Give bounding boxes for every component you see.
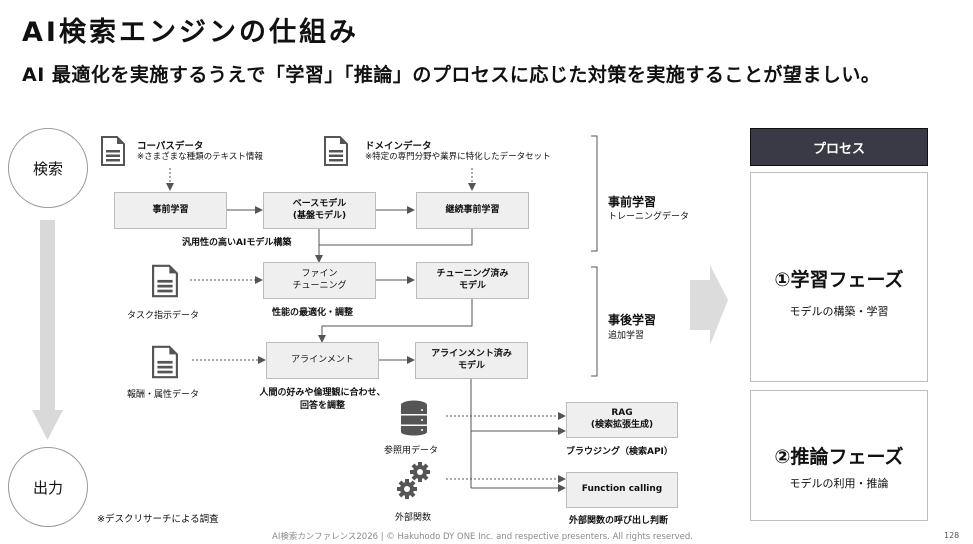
node-aligned-model: アラインメント済み モデル — [415, 342, 528, 379]
node-base-model: ベースモデル (基盤モデル) — [263, 192, 376, 229]
database-icon — [401, 400, 427, 436]
base-continued-to-finetune — [318, 229, 473, 246]
node-tuned-model: チューニング済み モデル — [416, 262, 529, 299]
node-fine-tuning: ファイン チューニング — [263, 262, 376, 299]
gears-icon — [397, 462, 430, 499]
research-note: ※デスクリサーチによる調査 — [97, 514, 219, 525]
caption-fine-tuning: 性能の最適化・調整 — [272, 308, 354, 318]
node-alignment: アラインメント — [266, 342, 379, 379]
domain-data-title: ドメインデータ — [365, 141, 432, 152]
reward-data-label: 報酬・属性データ — [127, 390, 200, 400]
bracket-posttraining — [591, 266, 598, 377]
document-icon — [152, 264, 178, 298]
bracket-pretraining — [591, 135, 598, 252]
domain-data-note: ※特定の専門分野や業界に特化したデータセット — [365, 152, 551, 162]
phase-learning-subtitle: モデルの構築・学習 — [789, 305, 889, 318]
node-rag: RAG (検索拡張生成) — [566, 402, 678, 438]
node-pretraining: 事前学習 — [114, 192, 227, 229]
document-icon — [101, 136, 125, 166]
caption-alignment: 人間の好みや倫理観に合わせ、 回答を調整 — [259, 388, 386, 412]
node-function-calling: Function calling — [566, 472, 678, 508]
task-data-label: タスク指示データ — [127, 311, 200, 321]
caption-rag: ブラウジング（検索API） — [566, 447, 673, 457]
page-number: 128 — [944, 531, 960, 540]
search-start-circle: 検索 — [8, 128, 88, 208]
phase-learning-title: ①学習フェーズ — [774, 269, 904, 291]
node-continued-pretraining: 継続事前学習 — [416, 192, 529, 229]
phase-inference-title: ②推論フェーズ — [774, 446, 904, 468]
output-end-circle: 出力 — [8, 447, 88, 527]
page-title: AI検索エンジンの仕組み — [22, 17, 359, 48]
caption-base-model: 汎用性の高いAIモデル構築 — [182, 238, 292, 248]
flow-down-arrow — [32, 220, 63, 440]
tuned-to-alignment — [318, 299, 473, 343]
external-function-label: 外部関数 — [395, 513, 432, 523]
document-icon — [152, 345, 178, 379]
reference-data-label: 参照用データ — [384, 446, 439, 456]
corpus-data-title: コーパスデータ — [137, 141, 204, 152]
process-header: プロセス — [750, 128, 928, 166]
phase-inference-subtitle: モデルの利用・推論 — [789, 477, 889, 490]
phase-right-arrow — [690, 265, 728, 345]
stage-pretraining-subtitle: トレーニングデータ — [608, 212, 690, 222]
caption-function-calling: 外部関数の呼び出し判断 — [569, 516, 669, 526]
page-subtitle: AI 最適化を実施するうえで「学習」「推論」のプロセスに応じた対策を実施すること… — [22, 64, 881, 86]
phase-inference: ②推論フェーズ モデルの利用・推論 — [750, 390, 928, 521]
stage-posttraining-title: 事後学習 — [608, 313, 657, 327]
phase-learning: ①学習フェーズ モデルの構築・学習 — [750, 172, 928, 382]
document-icon — [324, 136, 348, 166]
corpus-data-note: ※さまざまな種類のテキスト情報 — [137, 152, 263, 162]
stage-pretraining-title: 事前学習 — [608, 195, 657, 209]
stage-posttraining-subtitle: 追加学習 — [608, 331, 645, 341]
footer-copyright: AI検索カンファレンス2026 | © Hakuhodo DY ONE Inc.… — [272, 532, 693, 542]
